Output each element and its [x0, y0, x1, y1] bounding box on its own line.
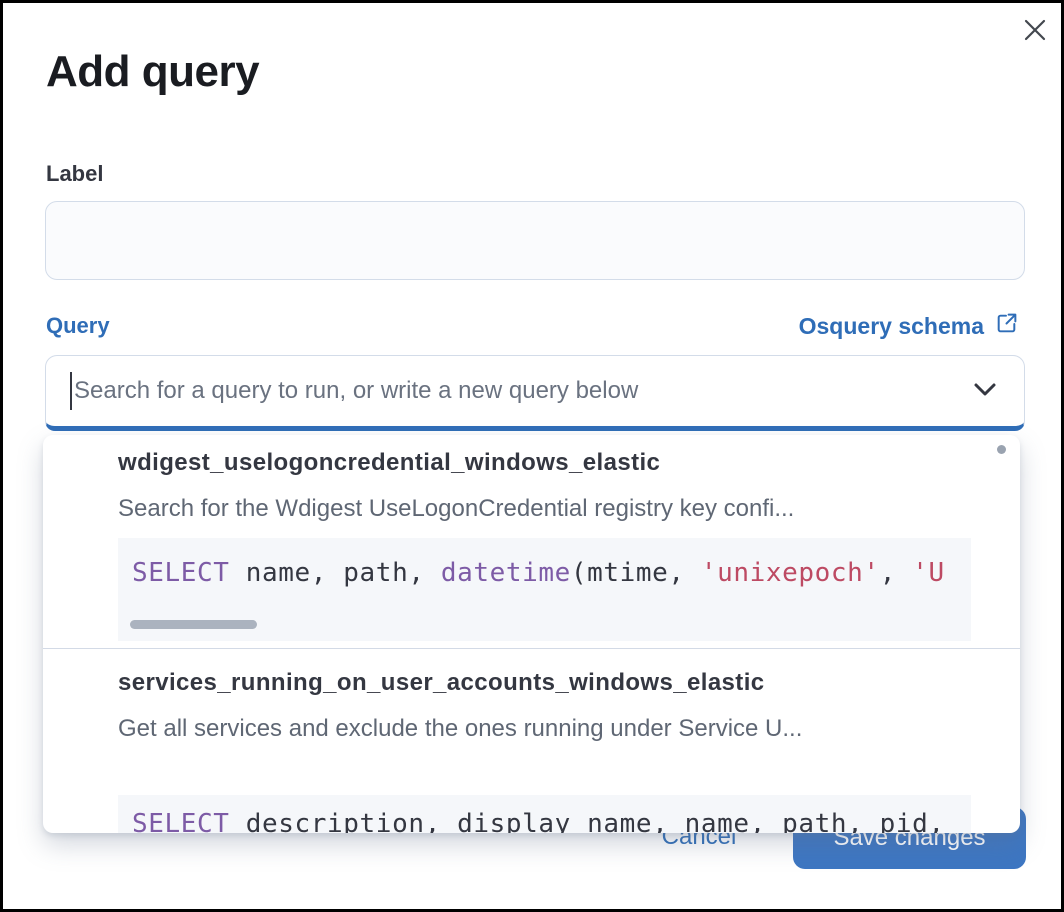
vertical-scrollbar[interactable]: [997, 445, 1006, 454]
close-icon: [1021, 16, 1049, 47]
query-combobox-placeholder: Search for a query to run, or write a ne…: [74, 377, 639, 404]
horizontal-scrollbar-thumb[interactable]: [130, 620, 257, 629]
option-sql-code: SELECT name, path, datetime(mtime, 'unix…: [118, 538, 971, 641]
osquery-schema-link-label: Osquery schema: [798, 313, 984, 339]
modal-title: Add query: [46, 47, 260, 96]
query-option-services[interactable]: services_running_on_user_accounts_window…: [43, 649, 1020, 833]
option-title: services_running_on_user_accounts_window…: [118, 669, 765, 696]
text-caret: [70, 372, 72, 410]
options-divider: [43, 648, 1020, 649]
query-combobox[interactable]: Search for a query to run, or write a ne…: [45, 355, 1025, 431]
option-description: Search for the Wdigest UseLogonCredentia…: [118, 495, 795, 522]
sql-code-line: SELECT name, path, datetime(mtime, 'unix…: [132, 558, 945, 588]
label-field-label: Label: [46, 161, 104, 186]
sql-code-line: SELECT description, display_name, name, …: [132, 809, 945, 833]
external-link-icon: [994, 311, 1019, 342]
label-input[interactable]: [45, 201, 1025, 280]
osquery-schema-link[interactable]: Osquery schema: [799, 311, 1019, 342]
close-button[interactable]: [1015, 11, 1055, 51]
query-field-label: Query: [46, 313, 110, 338]
query-suggestions-panel: wdigest_uselogoncredential_windows_elast…: [43, 435, 1020, 833]
query-option-wdigest[interactable]: wdigest_uselogoncredential_windows_elast…: [43, 435, 1020, 648]
option-title: wdigest_uselogoncredential_windows_elast…: [118, 449, 661, 476]
chevron-down-icon[interactable]: [968, 372, 1002, 411]
option-sql-code: SELECT description, display_name, name, …: [118, 795, 971, 833]
option-description: Get all services and exclude the ones ru…: [118, 715, 803, 742]
